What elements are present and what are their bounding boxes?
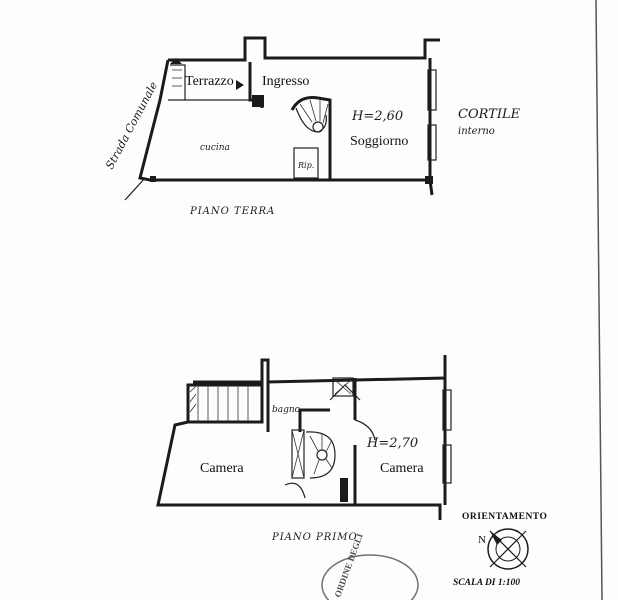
terrazzo-marker [170,58,182,64]
door-swing-right [354,419,376,441]
column-center [340,478,348,502]
label-height-first: H=2,70 [366,436,418,451]
label-terrazzo: Terrazzo [185,74,234,89]
first-straight-stair [186,383,264,424]
ripostiglio [293,147,319,179]
sheet-edge [595,0,603,600]
label-piano-primo: PIANO PRIMO [271,532,358,543]
stamp-seal-icon [321,554,419,600]
terrazzo-parapet [168,64,186,101]
label-bagno: bagno [272,405,301,415]
ingresso-column [252,95,264,107]
ground-spiral-stair [290,96,332,180]
bagno-fixture [332,377,354,397]
label-strada-comunale: Strada Comunale [103,79,160,171]
ground-floor-plan: Terrazzo Ingresso cucina H=2,60 Soggiorn… [103,36,521,217]
label-cortile: CORTILE [458,107,521,122]
first-left-bottom-wall [156,420,442,520]
ground-corner-line [124,177,146,201]
first-window-2 [442,444,452,484]
entry-arrow-icon [236,80,244,90]
north-arrow-icon [490,531,502,545]
label-rip: Rip. [297,161,314,170]
bagno-bottom-wall [298,408,330,432]
first-spiral-stair [291,429,336,479]
door-swing-left [284,482,306,499]
ground-window-1 [427,69,437,111]
label-height-ground: H=2,60 [351,109,403,124]
label-orientamento: ORIENTAMENTO [462,512,547,522]
first-top-wall [193,355,447,384]
label-ingresso: Ingresso [262,74,309,89]
label-scala: SCALA DI 1:100 [453,578,520,588]
label-interno: interno [458,126,495,137]
compass-icon [487,528,529,570]
label-camera-left: Camera [200,461,244,476]
orientation-legend: ORIENTAMENTO N SCALA DI 1:100 [453,512,547,588]
label-soggiorno: Soggiorno [350,134,408,149]
label-camera-right: Camera [380,461,424,476]
label-north: N [478,534,486,546]
ground-window-2 [427,124,437,161]
label-cucina: cucina [200,143,230,153]
label-piano-terra: PIANO TERRA [189,206,275,217]
first-floor-plan: bagno H=2,70 Camera Camera PIANO PRIMO [156,355,452,543]
first-window-1 [442,389,452,431]
ground-top-wall [168,36,440,62]
